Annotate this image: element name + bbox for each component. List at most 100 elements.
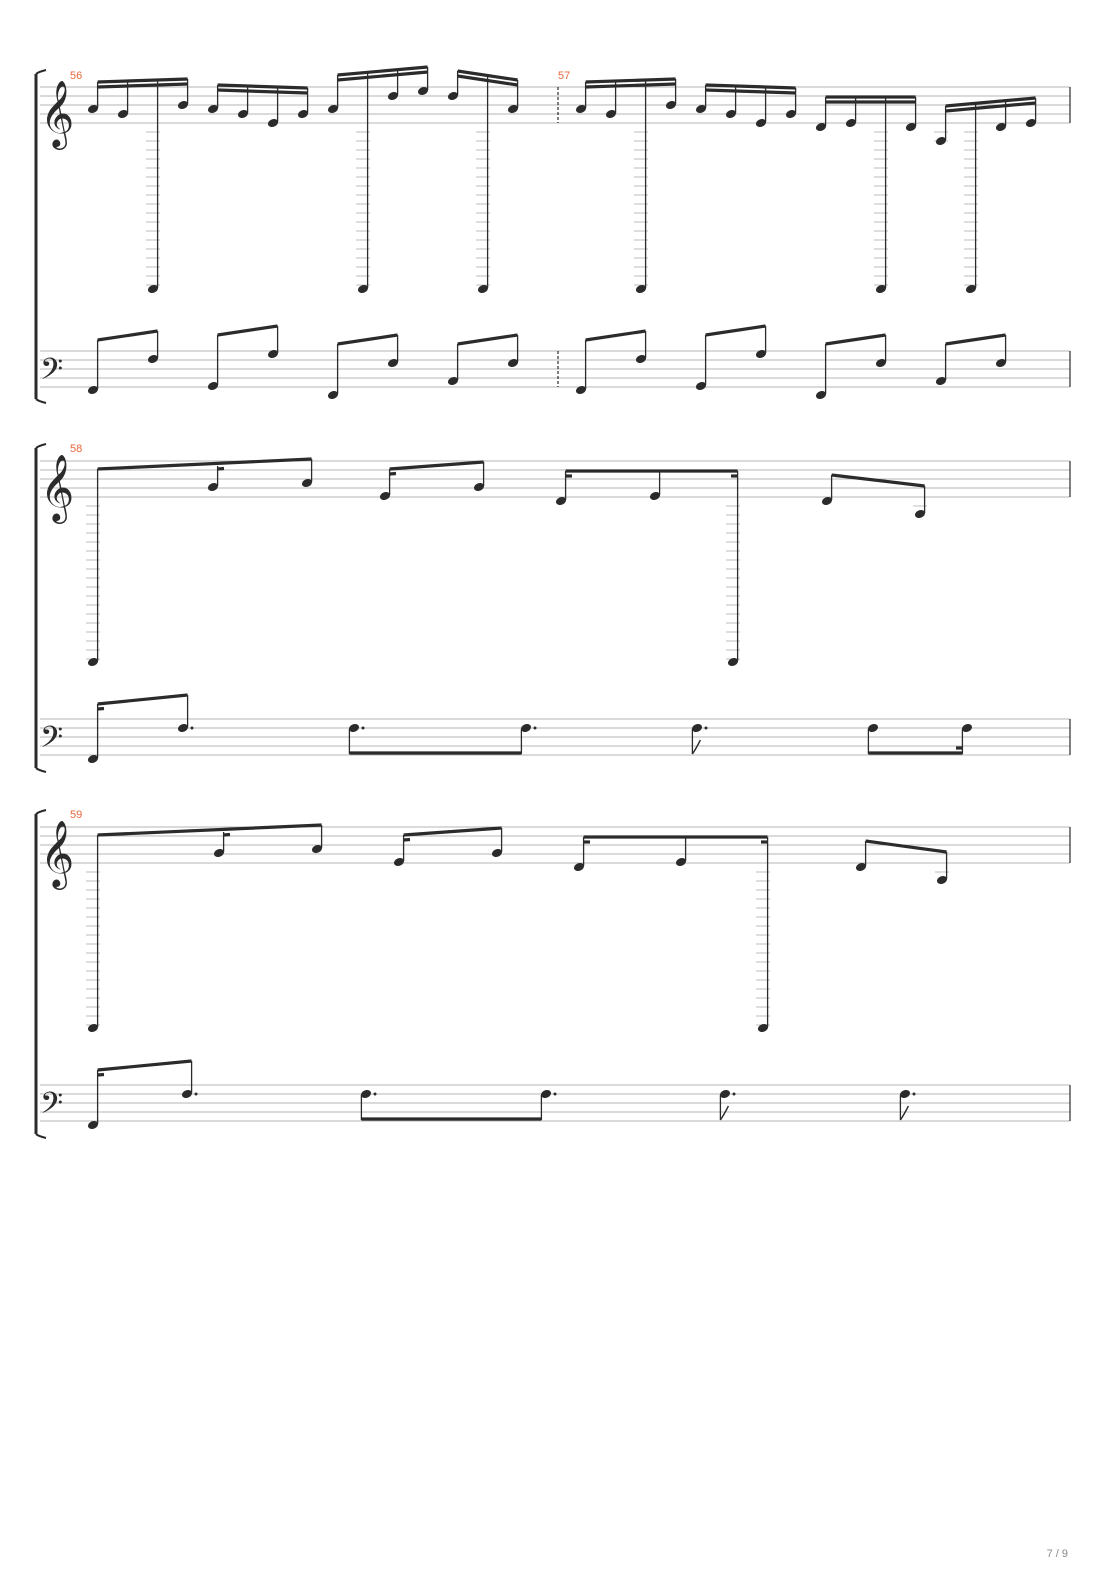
beam	[585, 82, 676, 89]
notehead	[379, 491, 391, 501]
notehead	[914, 509, 926, 519]
sixteenth-group	[207, 83, 309, 128]
notehead	[605, 109, 617, 119]
bracket-cap-bottom	[35, 1133, 47, 1139]
notehead	[555, 496, 567, 506]
augmentation-dot	[704, 726, 708, 730]
augmentation-dot	[732, 1092, 736, 1096]
notehead	[635, 354, 647, 364]
bass-clef-icon: 𝄢	[40, 1087, 63, 1128]
notehead	[507, 358, 519, 368]
notehead	[665, 100, 677, 110]
notehead	[845, 118, 857, 128]
notehead	[267, 349, 279, 359]
sixteenth-group	[815, 95, 917, 294]
notehead	[207, 104, 219, 114]
augmentation-dot	[553, 1092, 557, 1096]
bass-group	[867, 723, 973, 755]
notehead	[961, 723, 973, 733]
bass-note	[719, 1089, 736, 1121]
notehead	[87, 385, 99, 395]
notehead	[267, 118, 279, 128]
notehead	[507, 104, 519, 114]
beam	[217, 466, 225, 471]
notehead	[357, 284, 369, 294]
notehead	[447, 376, 459, 386]
bracket-cap-top	[35, 443, 47, 449]
notehead	[207, 381, 219, 391]
notehead	[87, 754, 99, 764]
notehead	[635, 284, 647, 294]
beam	[97, 457, 312, 471]
notehead	[181, 1089, 193, 1099]
flag	[691, 739, 702, 755]
notehead	[727, 657, 739, 667]
notehead	[117, 109, 129, 119]
system-3: 𝄞𝄢59	[34, 809, 1071, 1139]
beam	[831, 473, 925, 488]
notehead	[965, 284, 977, 294]
beam	[865, 839, 947, 854]
bass-clef-icon: 𝄢	[40, 721, 63, 762]
eighth-pair	[327, 333, 399, 400]
bass-group	[87, 1059, 198, 1130]
notehead	[935, 136, 947, 146]
bracket-cap-bottom	[35, 767, 47, 773]
notehead	[87, 104, 99, 114]
bass-note	[899, 1089, 916, 1121]
beamed-group	[393, 826, 503, 867]
notehead	[867, 723, 879, 733]
notehead	[447, 91, 459, 101]
beam	[403, 837, 411, 842]
notehead	[755, 118, 767, 128]
measure-number: 56	[70, 70, 82, 82]
notehead	[297, 109, 309, 119]
eighth-pair	[447, 333, 519, 386]
notehead	[311, 844, 323, 854]
beam	[97, 77, 188, 84]
notehead	[147, 354, 159, 364]
bass-group	[87, 693, 194, 764]
notehead	[815, 390, 827, 400]
bass-staff	[40, 718, 1071, 756]
notehead	[473, 482, 485, 492]
beam	[217, 88, 308, 95]
notehead	[755, 349, 767, 359]
eighth-pair	[575, 329, 647, 395]
beam	[217, 324, 278, 337]
bass-staff	[40, 1084, 1071, 1122]
beam	[945, 96, 1036, 108]
page-indicator: 7 / 9	[1046, 1548, 1068, 1560]
notehead	[905, 122, 917, 132]
sixteenth-group	[327, 65, 429, 294]
beam	[945, 333, 1006, 346]
notehead	[207, 482, 219, 492]
augmentation-dot	[912, 1092, 916, 1096]
sixteenth-group	[87, 77, 189, 294]
beam	[389, 460, 484, 471]
notehead	[327, 390, 339, 400]
notehead	[213, 848, 225, 858]
notehead	[695, 104, 707, 114]
notehead	[387, 358, 399, 368]
beam	[705, 83, 796, 90]
measure-number: 58	[70, 443, 82, 455]
notehead	[875, 358, 887, 368]
beam	[825, 333, 886, 346]
eighth-pair	[207, 324, 279, 391]
beam	[945, 101, 1036, 113]
beam	[705, 88, 796, 95]
notehead	[573, 862, 585, 872]
system-bracket-icon	[34, 69, 47, 404]
beamed-group	[573, 835, 770, 1033]
beam	[585, 77, 676, 84]
beamed-group	[86, 457, 313, 667]
notehead	[936, 875, 948, 885]
notehead	[177, 100, 189, 110]
beam	[457, 333, 518, 346]
treble-staff	[40, 86, 1071, 124]
beamed-group	[855, 839, 949, 885]
notehead	[417, 86, 429, 96]
notehead	[785, 109, 797, 119]
notehead	[757, 1023, 769, 1033]
